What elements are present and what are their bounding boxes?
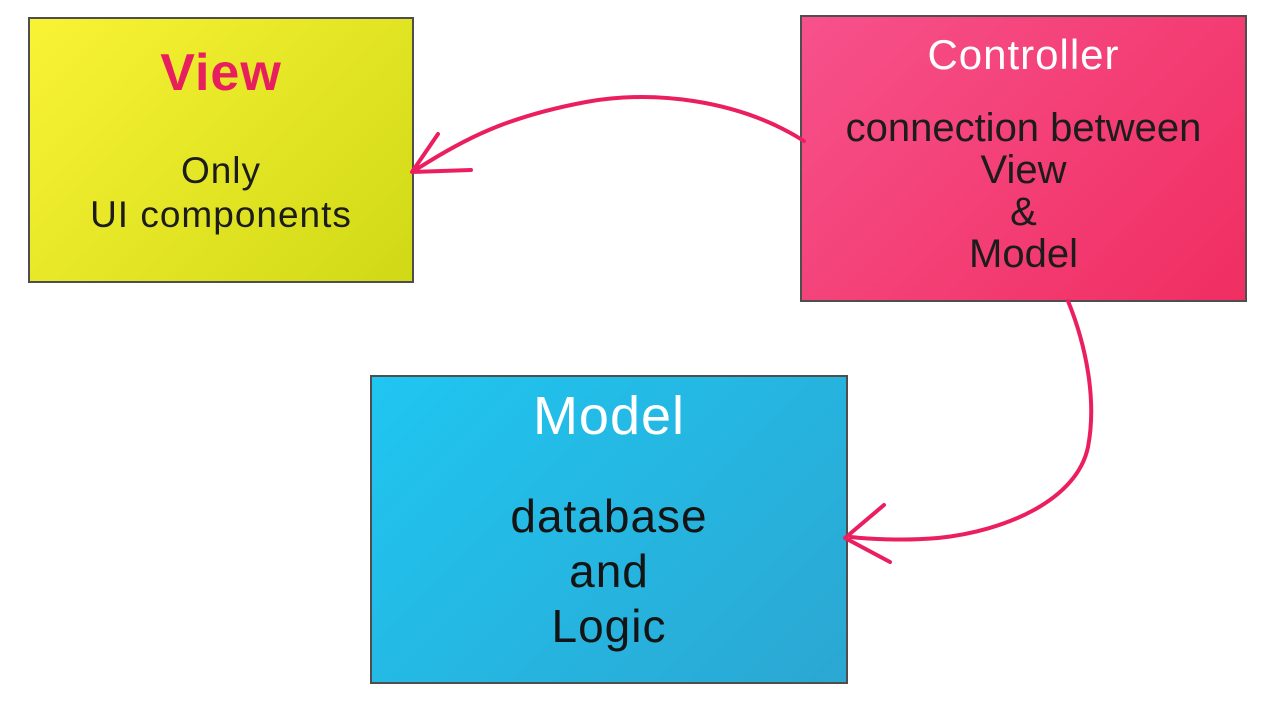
view-box-title: View — [160, 44, 282, 102]
controller-body-line: connection between — [845, 106, 1202, 150]
arrow-curve — [415, 95, 806, 171]
arrow-controller-to-model — [843, 299, 1094, 564]
view-box-body: Only UI components — [90, 149, 352, 237]
model-box-body: database and Logic — [510, 489, 707, 654]
arrowhead-icon — [843, 503, 892, 564]
model-box-title: Model — [532, 386, 686, 446]
controller-box-title: Controller — [927, 31, 1120, 78]
arrowhead-icon — [410, 132, 473, 174]
controller-box: Controller connection between View & Mod… — [800, 15, 1247, 302]
arrow-controller-to-view — [410, 95, 806, 174]
view-box: View Only UI components — [28, 17, 414, 283]
arrow-curve — [849, 299, 1094, 542]
controller-body-line: Model — [969, 232, 1078, 276]
controller-box-body: connection between View & Model — [846, 107, 1202, 275]
controller-body-line: & — [1010, 190, 1037, 234]
view-body-line: Only — [180, 150, 262, 191]
model-body-line: database — [510, 490, 708, 542]
model-box: Model database and Logic — [370, 375, 848, 684]
model-body-line: and — [569, 545, 649, 597]
controller-body-line: View — [980, 148, 1067, 192]
view-body-line: UI components — [90, 194, 352, 235]
model-body-line: Logic — [551, 600, 667, 652]
